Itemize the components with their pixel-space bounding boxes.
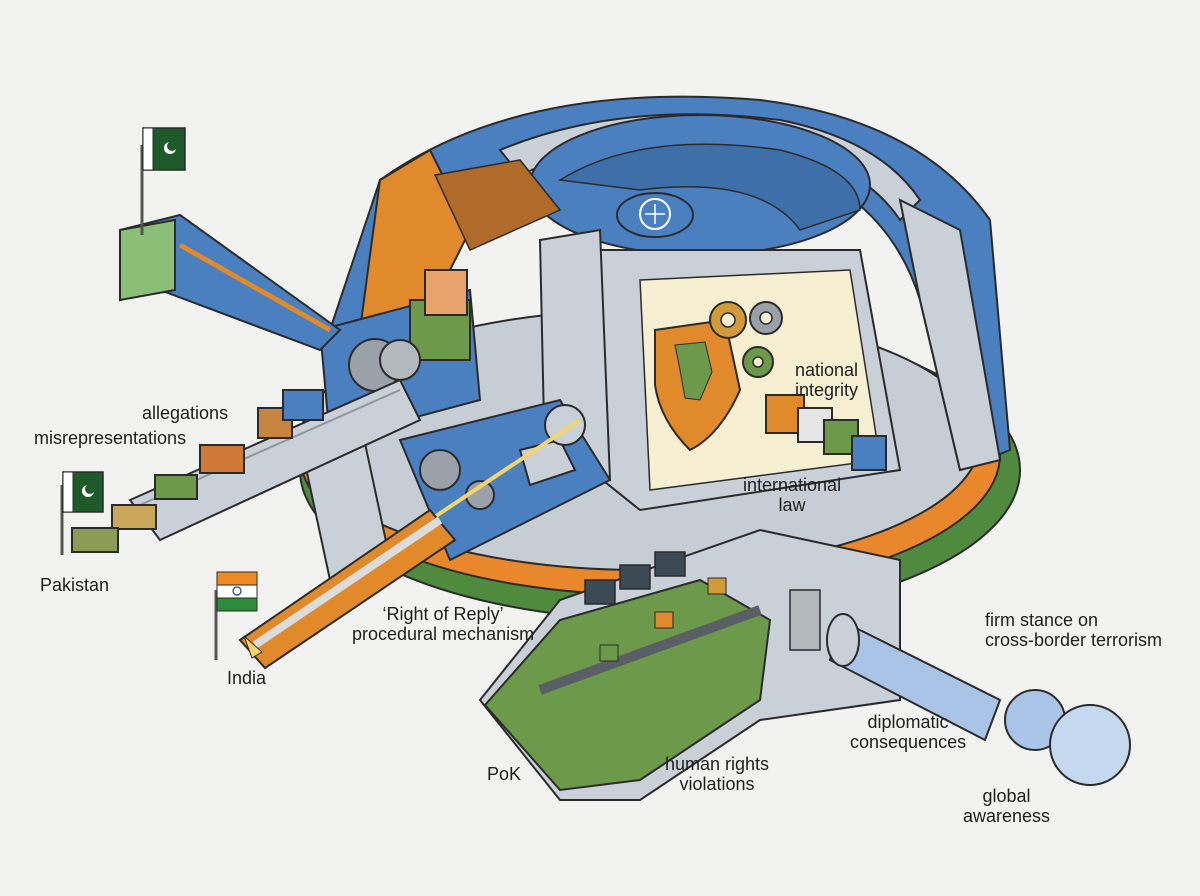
label-allegations: allegations bbox=[142, 403, 229, 423]
label-pok: PoK bbox=[487, 764, 522, 784]
label-right-of-reply: ‘Right of Reply’procedural mechanism bbox=[352, 604, 535, 644]
center-machine bbox=[398, 398, 612, 562]
dome-shell bbox=[328, 95, 1012, 472]
puzzle-icon bbox=[765, 394, 887, 471]
label-india: India bbox=[227, 668, 267, 688]
output-cannon bbox=[826, 613, 1131, 786]
label-misrepresentations: misrepresentations bbox=[34, 428, 187, 448]
un-emblem-icon bbox=[616, 192, 694, 238]
pakistan-flag-icon bbox=[60, 471, 104, 555]
shield-icon bbox=[654, 318, 742, 452]
pakistan-flag-icon bbox=[140, 127, 186, 235]
india-flag-icon bbox=[214, 571, 258, 660]
allegation-blocks bbox=[71, 389, 324, 553]
india-tube bbox=[238, 508, 457, 670]
gear-icon bbox=[709, 301, 783, 378]
control-room bbox=[478, 528, 901, 801]
label-pakistan: Pakistan bbox=[40, 575, 110, 595]
